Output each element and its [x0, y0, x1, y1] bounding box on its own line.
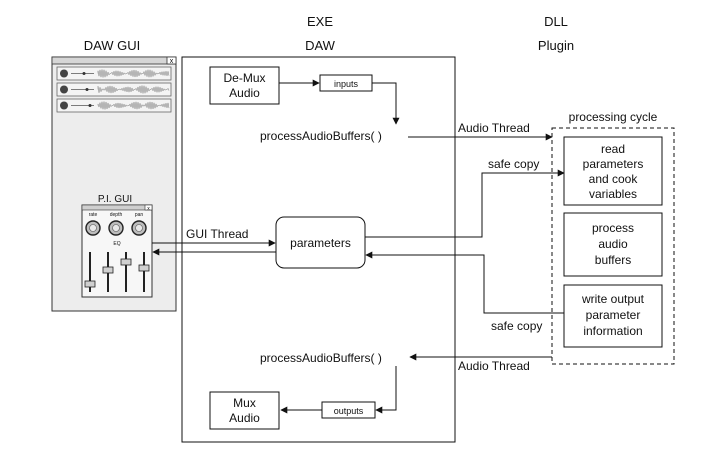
mux-label-line-1: Mux	[233, 396, 256, 410]
parameters-box	[275, 216, 366, 269]
write-output-box	[563, 284, 663, 348]
process-line-3: buffers	[595, 253, 631, 267]
process-audio-buffers-top: processAudioBuffers( )	[260, 129, 382, 143]
fader-handle[interactable]	[102, 266, 114, 274]
outputs-label: outputs	[334, 406, 364, 416]
track-slider-handle[interactable]	[85, 88, 89, 91]
knob-rate[interactable]: rate	[85, 212, 101, 236]
header-daw-gui: DAW GUI	[84, 38, 141, 53]
exe-daw-container	[181, 56, 456, 443]
safe-copy-bottom-label: safe copy	[491, 319, 542, 333]
eq-fader[interactable]	[120, 252, 132, 292]
close-icon: x	[147, 206, 150, 212]
track-strip[interactable]	[56, 98, 172, 113]
read-line-4: variables	[589, 187, 637, 201]
record-button-icon[interactable]	[60, 101, 68, 110]
inputs-to-process-arrow	[372, 82, 400, 125]
audio-thread-bottom-label: Audio Thread	[458, 359, 530, 373]
audio-thread-top-label: Audio Thread	[458, 121, 530, 135]
write-line-3: information	[583, 324, 642, 338]
safe-copy-bottom-arrow	[365, 251, 564, 314]
process-to-outputs-arrow	[375, 366, 397, 414]
daw-gui-close-button[interactable]	[166, 56, 177, 65]
header-plugin: Plugin	[538, 38, 574, 53]
pi-gui-title: P.I. GUI	[98, 194, 132, 205]
demux-audio-box	[209, 66, 280, 105]
read-line-3: and cook	[589, 172, 639, 186]
header-dll: DLL	[544, 14, 568, 29]
knob-pan[interactable]: pan	[131, 212, 147, 236]
eq-fader[interactable]	[138, 252, 150, 292]
eq-fader[interactable]	[84, 252, 96, 292]
mux-label-line-2: Audio	[229, 411, 260, 425]
demux-label-line-2: Audio	[229, 86, 260, 100]
fader-handle[interactable]	[138, 264, 150, 272]
pi-gui-close-button[interactable]	[144, 204, 153, 211]
knob-label: pan	[135, 212, 144, 218]
track-slider-handle[interactable]	[88, 104, 92, 107]
process-audio-buffers-bottom: processAudioBuffers( )	[260, 351, 382, 365]
safe-copy-top-arrow	[365, 169, 565, 238]
inputs-label: inputs	[334, 79, 359, 89]
record-button-icon[interactable]	[60, 85, 68, 94]
eq-label: EQ	[113, 241, 120, 247]
processing-cycle-label: processing cycle	[569, 110, 658, 124]
waveform-icon	[97, 85, 170, 94]
close-icon: x	[170, 58, 174, 65]
process-line-2: audio	[598, 237, 628, 251]
knob-label: rate	[89, 212, 98, 218]
safe-copy-top-label: safe copy	[488, 157, 539, 171]
mux-audio-box	[209, 391, 280, 430]
track-strip[interactable]	[56, 66, 172, 81]
track-strip[interactable]	[56, 82, 172, 97]
record-button-icon[interactable]	[60, 69, 68, 78]
process-audio-box	[563, 212, 663, 277]
gui-thread-label: GUI Thread	[186, 227, 248, 241]
demux-label-line-1: De-Mux	[223, 71, 265, 85]
eq-faders	[84, 252, 150, 292]
write-line-1: write output	[581, 292, 645, 306]
pi-gui-window: P.I. GUI x rate depth pan EQ	[81, 194, 153, 298]
write-line-2: parameter	[586, 308, 641, 322]
read-line-2: parameters	[583, 157, 644, 171]
parameters-label: parameters	[290, 236, 351, 250]
header-exe: EXE	[307, 14, 333, 29]
eq-fader[interactable]	[102, 252, 114, 292]
track-list	[56, 66, 172, 113]
knob-label: depth	[110, 212, 123, 218]
fader-handle[interactable]	[120, 258, 132, 266]
fader-handle[interactable]	[84, 280, 96, 288]
knob-depth[interactable]: depth	[108, 212, 124, 236]
processing-cycle-container	[551, 127, 675, 365]
waveform-icon	[97, 101, 170, 110]
knob-group: rate depth pan	[85, 212, 147, 236]
waveform-icon	[97, 69, 170, 78]
header-daw: DAW	[305, 38, 336, 53]
read-parameters-box	[563, 136, 663, 206]
track-slider-handle[interactable]	[82, 72, 86, 75]
read-line-1: read	[601, 142, 625, 156]
process-line-1: process	[592, 221, 634, 235]
